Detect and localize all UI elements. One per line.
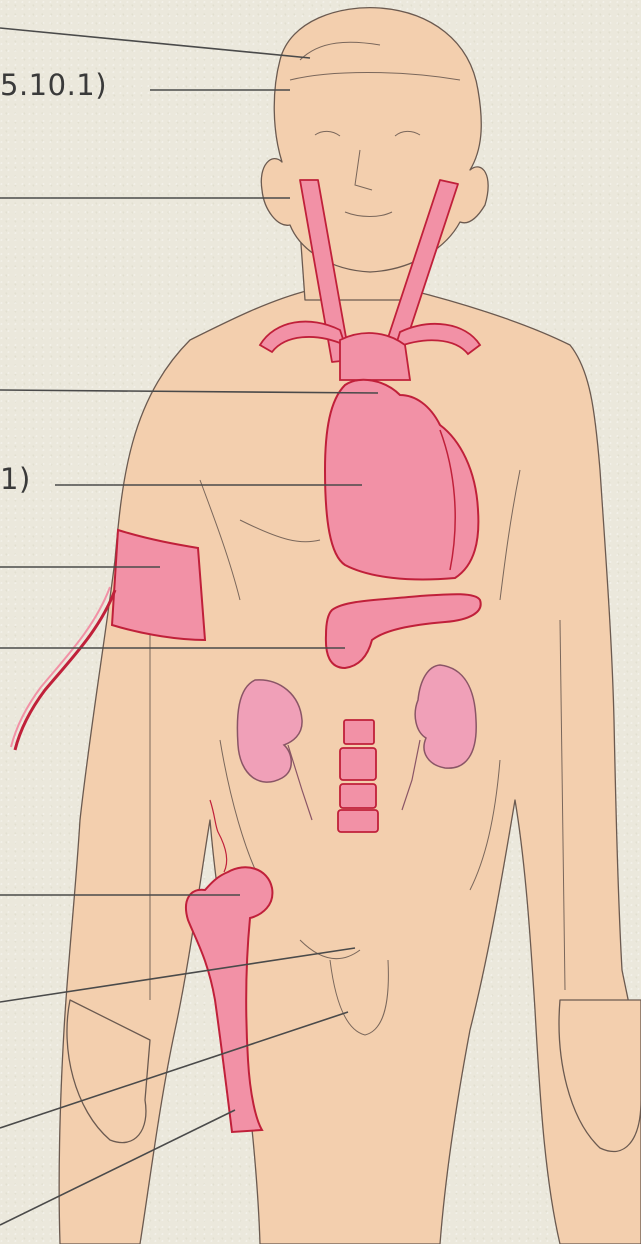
spine-icon — [338, 720, 378, 832]
skull-reference-label: 5.10.1) — [0, 68, 107, 102]
heart-reference-label: 1) — [0, 462, 31, 496]
